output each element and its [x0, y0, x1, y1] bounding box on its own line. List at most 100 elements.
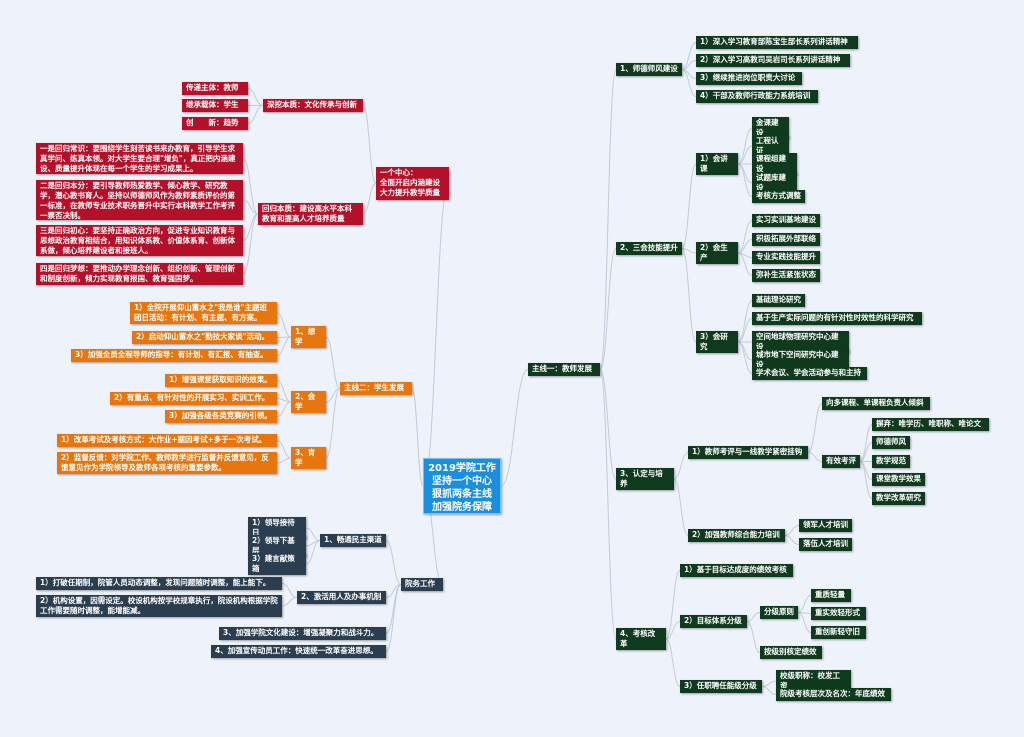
train-node[interactable]: 2）加强教师综合能力培训 — [688, 529, 785, 542]
affairs-item[interactable]: 1）打破任期制，院管人员动态调整，发现问题随时调整，能上能下。 — [36, 577, 282, 590]
return-item[interactable]: 四是回归梦想：要推动办学理念创新、组织创新、管理创新和制度创新，倾力实现教育报国… — [36, 263, 243, 285]
affairs-item[interactable]: 3）建言献策箱 — [248, 553, 306, 575]
connector-line — [276, 401, 292, 417]
connector-line — [665, 570, 681, 640]
eval-node[interactable]: 1）教师考评与一线教学紧密挂钩 — [688, 446, 808, 459]
connector-line — [761, 680, 777, 687]
eval-item[interactable]: 摒弃：唯学历、唯职称、唯论文 — [872, 418, 989, 431]
skill-item[interactable]: 空间地球物理研究中心建设 — [752, 331, 849, 353]
skill-item[interactable]: 弥补生活紧张状态 — [752, 269, 820, 282]
connector-line — [247, 88, 264, 106]
cultivate-node[interactable]: 3、认定与培养 — [616, 468, 674, 490]
student-item[interactable]: 2）有重点、有针对性的开展实习、实训工作。 — [110, 392, 277, 405]
appointment-item[interactable]: 院级考核层次及名次：年底绩效 — [776, 688, 891, 701]
skills-node[interactable]: 2、三会技能提升 — [616, 242, 682, 255]
connector-line — [305, 527, 321, 541]
connector-line — [737, 163, 753, 197]
eval-item[interactable]: 教学规范 — [872, 455, 910, 468]
connector-line — [599, 248, 617, 370]
student-item[interactable]: 1）全院开展仰山蓄水之"我是谁"主题班团日活动：有计划、有主题、有方案。 — [130, 302, 277, 324]
essence-item[interactable]: 继承载体：学生 — [182, 99, 248, 112]
ethics-item[interactable]: 4）干部及教师行政能力系统培训 — [696, 90, 818, 103]
skill-item[interactable]: 学术会议、学会活动参与和主持 — [752, 367, 867, 380]
principle-item[interactable]: 重质轻量 — [811, 589, 851, 602]
affairs-group-node[interactable]: 2、激活用人及办事机制 — [297, 591, 386, 604]
ethics-item[interactable]: 2）深入学习高教司吴岩司长系列讲话精神 — [696, 54, 850, 67]
student-group-node[interactable]: 2、会学 — [291, 391, 326, 413]
connector-line — [276, 457, 292, 464]
return-item[interactable]: 一是回归常识：要围绕学生刻苦读书来办教育，引导学生求真学问、练真本领。对大学生要… — [36, 143, 243, 174]
skill-item[interactable]: 积极拓展外部联络 — [752, 233, 820, 246]
essence-node[interactable]: 深挖本质：文化传承与创新 — [263, 99, 363, 112]
ethics-item[interactable]: 1）深入学习教育部陈宝生部长系列讲话精神 — [696, 36, 858, 49]
affairs-item[interactable]: 2）领导下基层 — [248, 535, 306, 557]
eval-item[interactable]: 课堂教学效果 — [872, 473, 925, 486]
connector-line — [807, 403, 823, 453]
connector-line — [276, 440, 292, 459]
essence-item[interactable]: 创 新：趋势 — [182, 117, 248, 130]
connector-line — [325, 388, 341, 403]
return-item[interactable]: 二是回归本分：要引导教师热爱教学、倾心教学、研究教学，潜心教书育人。坚持以师德师… — [36, 180, 243, 220]
skill-item[interactable]: 试题库建设 — [752, 172, 797, 194]
reform-appointment-node[interactable]: 3）任职聘任能级分级 — [680, 680, 762, 693]
skill-teach-node[interactable]: 1）会讲课 — [696, 153, 738, 175]
student-item[interactable]: 3）加强全员全程导师的指导：有计划、有汇报、有抽查。 — [71, 349, 277, 362]
eval-tilt-node[interactable]: 向多课程、单课程负责人倾斜 — [822, 397, 930, 410]
affairs-item[interactable]: 2）机构设置，因需设定。校设机构按学校规章执行，院设机构根据学院工作需要随时调整… — [36, 595, 282, 617]
ethics-node[interactable]: 1、师德师风建设 — [616, 63, 682, 76]
grade-performance-node[interactable]: 按级别核定绩效 — [760, 646, 822, 659]
skill-item[interactable]: 金课建设 — [752, 117, 789, 139]
skill-item[interactable]: 城市地下空间研究中心建设 — [752, 349, 849, 371]
eval-item[interactable]: 师德师风 — [872, 436, 910, 449]
principle-item[interactable]: 重实效轻形式 — [811, 607, 866, 620]
train-item[interactable]: 领军人才培训 — [799, 519, 852, 532]
affairs-group-node[interactable]: 3、加强学院文化建设：增强凝聚力和战斗力。 — [219, 627, 386, 640]
teacher-line-node[interactable]: 主线一：教师发展 — [528, 363, 600, 376]
eval-item[interactable]: 教学改革研究 — [872, 492, 925, 505]
affairs-group-node[interactable]: 4、加强宣传动员工作：快速统一改革奋进思想。 — [211, 645, 386, 658]
reform-node[interactable]: 4、考核改革 — [616, 628, 666, 650]
connector-line — [797, 595, 812, 613]
essence-item[interactable]: 传递主体：教师 — [182, 82, 248, 95]
return-item[interactable]: 三是回归初心：要坚持正确政治方向，促进专业知识教育与思想政治教育相结合，用知识体… — [36, 225, 243, 256]
student-item[interactable]: 2）监督反馈：对学院工作、教师教学进行监督并反馈意见，反馈意见作为学院领导及教师… — [57, 452, 277, 474]
connector-line — [325, 336, 341, 389]
connector-line — [737, 318, 753, 343]
connector-line — [681, 42, 697, 70]
skill-item[interactable]: 专业实践技能提升 — [752, 251, 820, 264]
skill-item[interactable]: 实习实训基地建设 — [752, 214, 820, 227]
student-group-node[interactable]: 3、肯学 — [291, 447, 326, 469]
skill-produce-node[interactable]: 2）会生产 — [696, 242, 738, 264]
train-item[interactable]: 落伍人才培训 — [799, 538, 852, 551]
student-line-node[interactable]: 主线二：学生发展 — [340, 382, 412, 395]
connector-line — [737, 127, 753, 165]
affairs-node[interactable]: 院务工作 — [401, 578, 443, 591]
connector-line — [242, 199, 259, 215]
return-node[interactable]: 回归本质：建设高水平本科 教育和提高人才培养质量 — [258, 203, 363, 225]
student-item[interactable]: 3）加强各级各类竞赛的引领。 — [165, 410, 277, 423]
affairs-item[interactable]: 1）领导接待日 — [248, 517, 306, 539]
student-item[interactable]: 1）增强课堂获取知识的效果。 — [165, 374, 277, 387]
center-branch-node[interactable]: 一个中心： 全面开启内涵建设 大力提升教学质量 — [376, 167, 449, 200]
effective-eval-node[interactable]: 有效考评 — [822, 455, 860, 468]
connector-line — [500, 369, 529, 487]
connector-line — [737, 300, 753, 343]
appointment-item[interactable]: 校级职称：校发工资 — [776, 670, 851, 692]
student-group-node[interactable]: 1、想学 — [291, 326, 326, 348]
principle-item[interactable]: 重创新轻守旧 — [811, 626, 866, 639]
skill-item[interactable]: 工程认证 — [752, 135, 789, 157]
skill-research-node[interactable]: 3）会研究 — [696, 331, 738, 353]
skill-item[interactable]: 基于生产实际问题的有针对性时效性的科学研究 — [752, 312, 922, 325]
skill-item[interactable]: 考核方式调整 — [752, 190, 805, 203]
grading-principle-node[interactable]: 分级原则 — [760, 606, 798, 619]
skill-item[interactable]: 基础理论研究 — [752, 294, 805, 307]
student-item[interactable]: 2）启动仰山蓄水之"勤技大家谈"活动。 — [132, 331, 277, 344]
connector-line — [411, 388, 424, 487]
skill-item[interactable]: 课程组建设 — [752, 153, 797, 175]
ethics-item[interactable]: 3）继续推进岗位职责大讨论 — [696, 72, 802, 85]
affairs-group-node[interactable]: 1、畅通民主渠道 — [320, 534, 386, 547]
student-item[interactable]: 1）改革考试及考核方式：大作业+据因考试+多于一次考试。 — [57, 434, 277, 447]
reform-grading-node[interactable]: 2）目标体系分级 — [680, 615, 747, 628]
reform-item[interactable]: 1）基于目标达成度的绩效考核 — [680, 564, 793, 577]
central-topic[interactable]: 2019学院工作 坚持一个中心 狠抓两条主线 加强院务保障 — [423, 458, 501, 514]
